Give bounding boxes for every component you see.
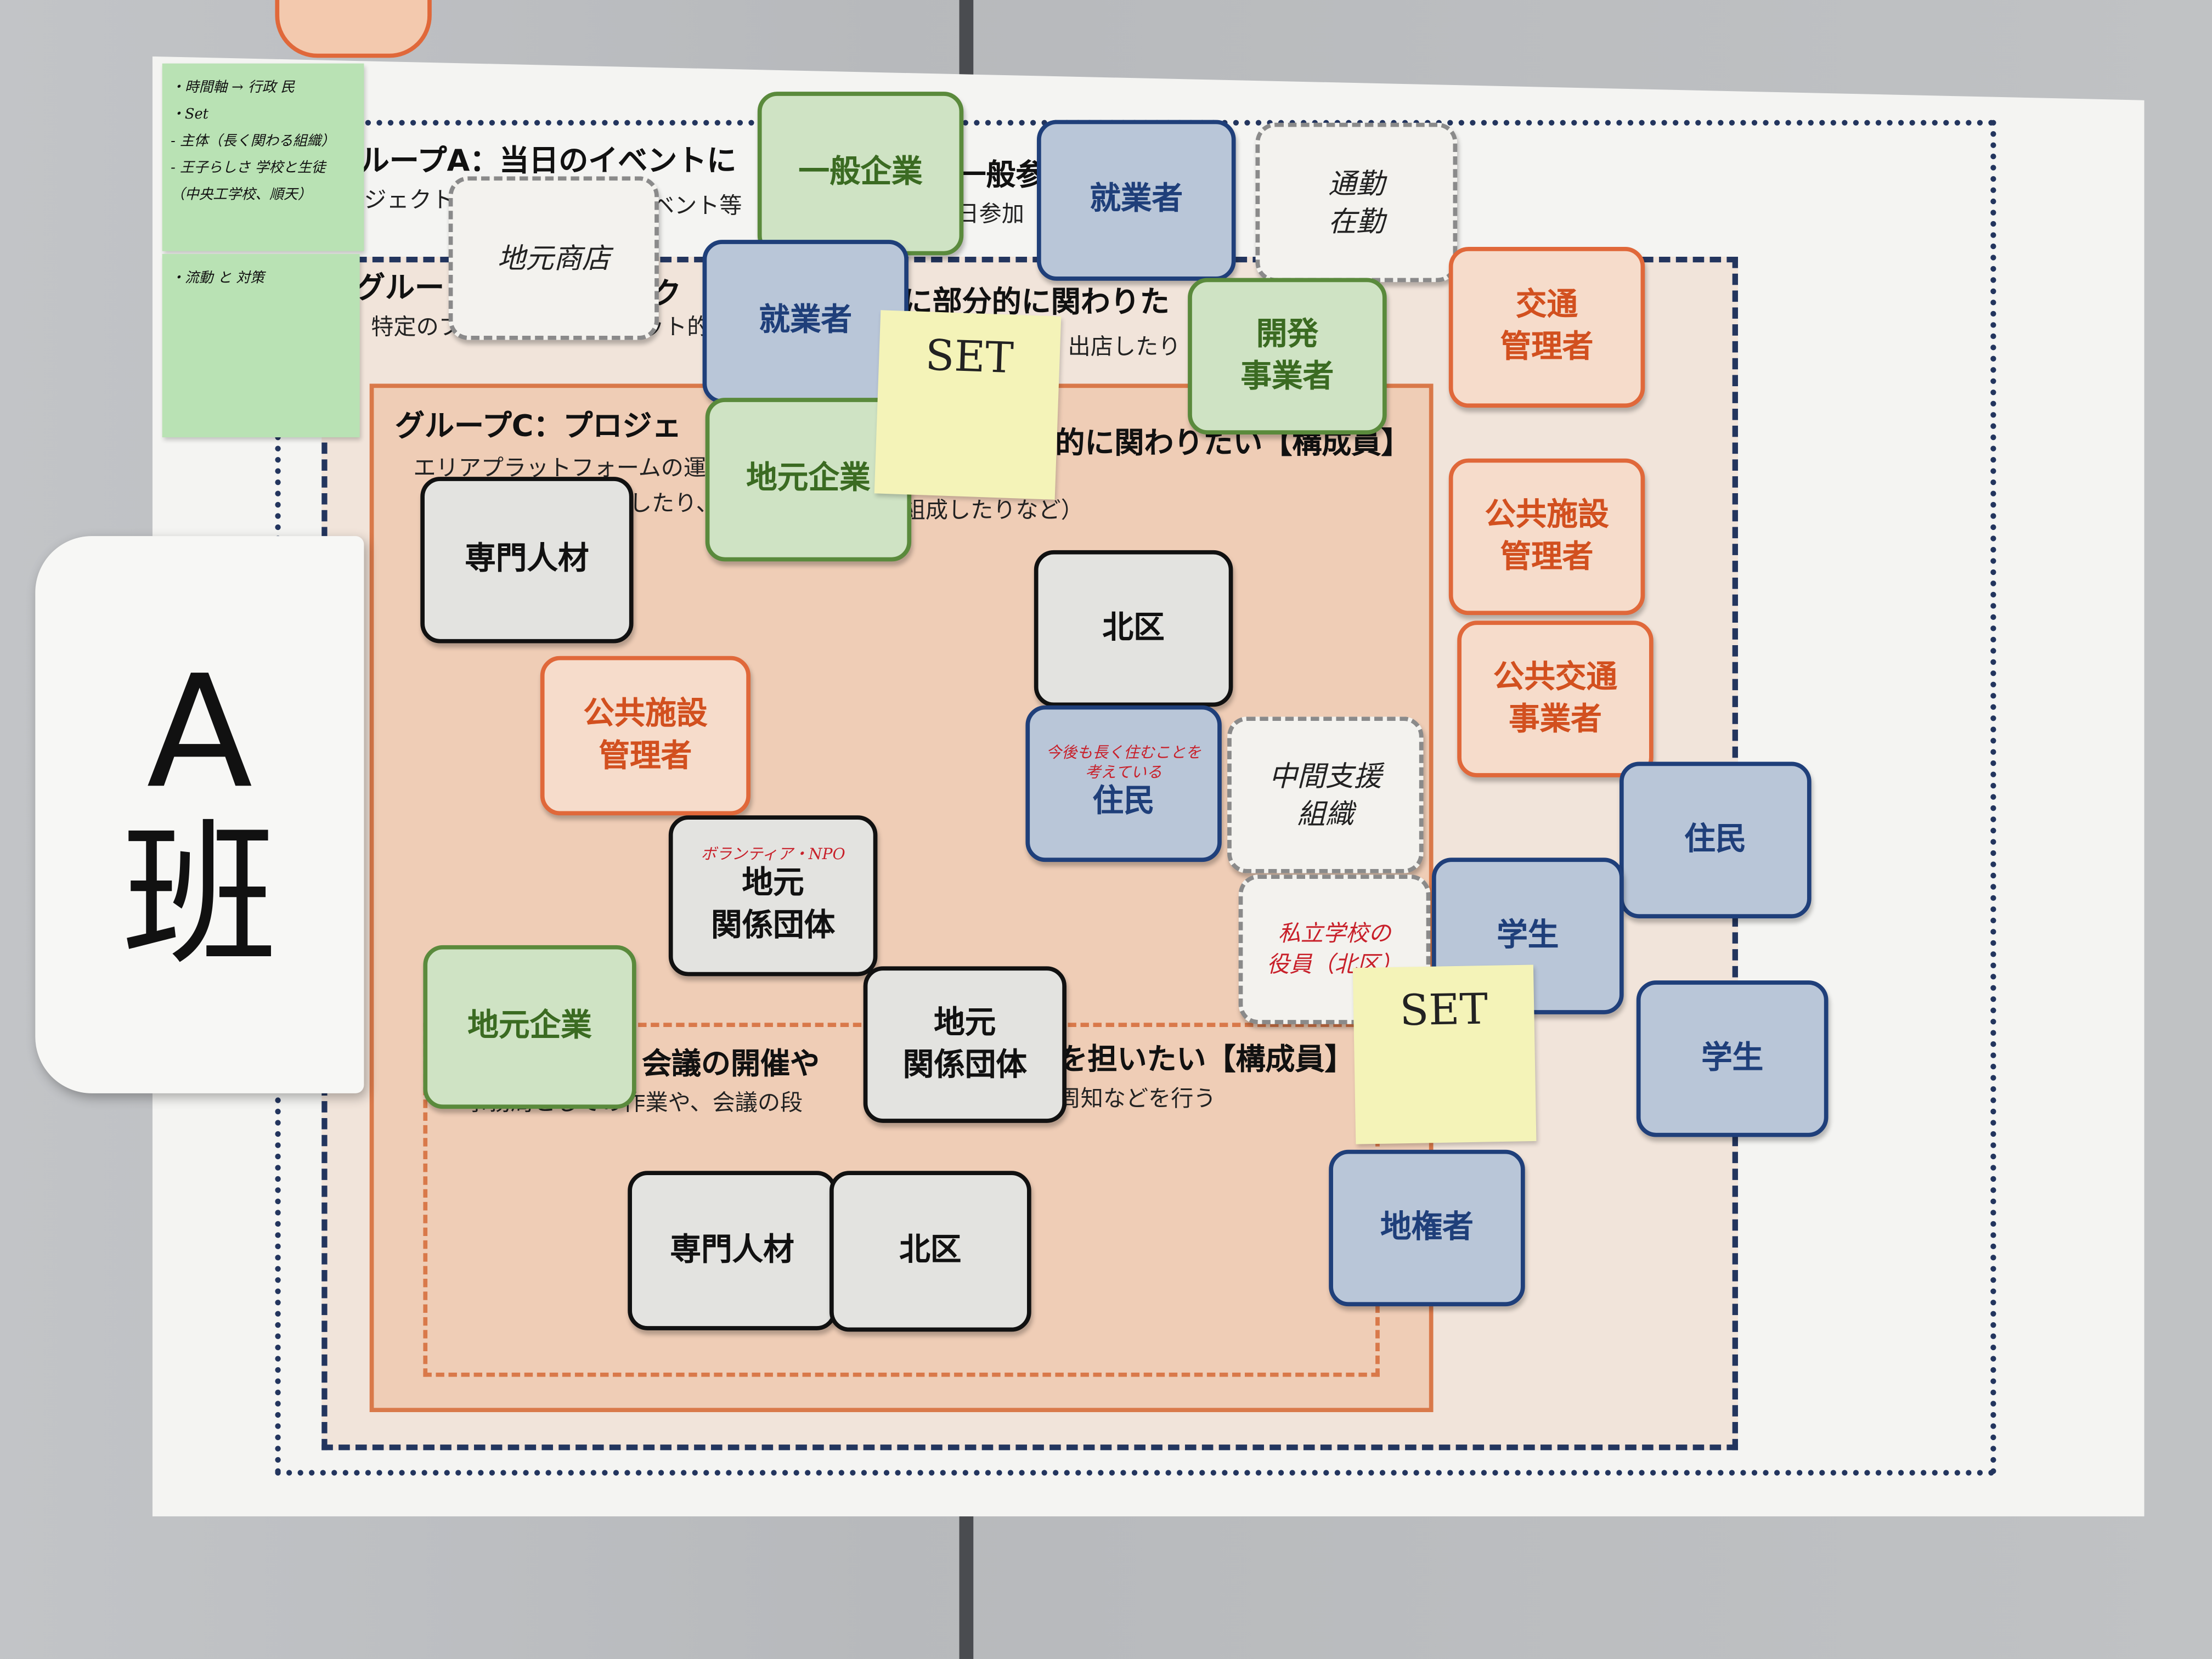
card-jumin-annotated[interactable]: 今後も長く住むことを 考えている住民 — [1025, 705, 1222, 862]
team-kanji: 班 — [122, 804, 278, 986]
card-jumin[interactable]: 住民 — [1619, 761, 1812, 918]
card-kokyo-shisetsu-kanrisha[interactable]: 公共施設 管理者 — [1448, 458, 1645, 616]
card-kotsu-kanrisha[interactable]: 交通 管理者 — [1448, 246, 1645, 408]
handwritten-note: 今後も長く住むことを 考えている — [1046, 744, 1201, 781]
card-label: 専門人材 — [670, 1232, 794, 1268]
card-label: 北区 — [899, 1233, 962, 1269]
sticky-text: SET — [1399, 985, 1488, 1036]
sticky-note-memo[interactable]: ・時間軸 → 行政 民 ・Set - 主体（長く関わる組織） - 王子らしさ 学… — [162, 63, 364, 251]
memo-line: （中央工学校、順天） — [171, 187, 312, 204]
sticky-text: SET — [924, 331, 1014, 384]
handwritten-note: ボランティア・NPO — [701, 844, 845, 863]
card-shugyosha[interactable]: 就業者 — [702, 240, 909, 404]
card-label: 通勤 在勤 — [1328, 166, 1385, 238]
group-a-subtitle-3: 日参加 — [956, 200, 1024, 227]
card-jimoto-kigyo[interactable]: 地元企業 — [423, 945, 636, 1109]
card-label: 就業者 — [1090, 182, 1183, 218]
memo-line: - 王子らしさ 学校と生徒 — [171, 161, 326, 177]
group-a-title: ループA：当日のイベントに — [359, 144, 737, 178]
group-c-title: グループC：プロジェ — [394, 409, 682, 443]
card-label: 北区 — [1102, 610, 1165, 646]
card-label: 開発 事業者 — [1240, 317, 1334, 394]
group-c-subtitle-2b: したり、 — [629, 489, 719, 517]
card-senmon-jinzai[interactable]: 専門人材 — [420, 477, 634, 644]
team-label-card: A 班 — [35, 536, 364, 1093]
group-d-subtitle-tail: 周知などを行う — [1058, 1085, 1216, 1112]
card-kokyo-kotsu-jigyosha[interactable]: 公共交通 事業者 — [1457, 620, 1654, 777]
memo-line: ・Set — [171, 107, 209, 123]
group-c-subtitle-2c: 組成したりなど） — [902, 496, 1084, 523]
sticky-note-set[interactable]: SET — [1352, 964, 1537, 1144]
group-d-title: 会議の開催や — [641, 1046, 820, 1081]
group-a-title-tail: 一般参 — [956, 157, 1046, 192]
card-label: 住民 — [1092, 784, 1155, 820]
group-c-subtitle: エリアプラットフォームの運営 — [413, 454, 729, 481]
memo-line: ・流動 と 対策 — [171, 270, 264, 286]
card-label: 学生 — [1497, 918, 1559, 953]
card-gakusei[interactable]: 学生 — [1636, 980, 1829, 1137]
memo-line: - 主体（長く関わる組織） — [171, 134, 335, 150]
card-ippan-kigyo[interactable]: 一般企業 — [757, 92, 964, 256]
card-label: 公共交通 事業者 — [1493, 659, 1618, 737]
group-a-subtitle-2: ベント等 — [651, 191, 742, 219]
card-label: 専門人材 — [465, 541, 589, 578]
card-kitaku[interactable]: 北区 — [1034, 550, 1233, 707]
card-jimoto-shoten[interactable]: 地元商店 — [448, 176, 659, 340]
card-shugyosha[interactable]: 就業者 — [1036, 120, 1236, 281]
card-label: 住民 — [1684, 822, 1747, 857]
card-label: 学生 — [1701, 1040, 1764, 1076]
card-label: 地元 関係団体 — [710, 866, 836, 944]
card-kokyo-shisetsu-kanrisha[interactable]: 公共施設 管理者 — [540, 656, 751, 816]
sticky-note-set[interactable]: SET — [874, 310, 1062, 500]
sticky-note-memo[interactable]: ・流動 と 対策 — [162, 253, 360, 438]
card-label: 地元企業 — [746, 461, 871, 497]
card-label: 交通 管理者 — [1500, 288, 1594, 365]
card-label: 一般企業 — [798, 155, 923, 191]
group-a-subtitle: ジェクト — [364, 186, 455, 213]
card-jimoto-kankei-dantai-annotated[interactable]: ボランティア・NPO 地元 関係団体 — [668, 815, 878, 977]
card-jimoto-kankei-dantai[interactable]: 地元 関係団体 — [863, 966, 1066, 1123]
card-label: 地権者 — [1380, 1210, 1474, 1245]
card-kaihatsu-jigyosha[interactable]: 開発 事業者 — [1188, 278, 1387, 435]
card-chukan-shien-soshiki[interactable]: 中間支援 組織 — [1227, 716, 1424, 873]
memo-line: ・時間軸 → 行政 民 — [171, 80, 295, 96]
card-label: 地元企業 — [467, 1008, 592, 1045]
card-label: 公共施設 管理者 — [1485, 498, 1609, 575]
card-label: 地元 関係団体 — [902, 1005, 1027, 1083]
card-senmon-jinzai[interactable]: 専門人材 — [628, 1171, 837, 1330]
orange-card-partial — [275, 0, 432, 58]
card-label: 公共施設 管理者 — [583, 696, 708, 774]
team-letter: A — [146, 641, 253, 823]
card-label: 中間支援 組織 — [1268, 758, 1382, 831]
group-d-title-tail: を担いたい【構成員】 — [1058, 1042, 1355, 1076]
card-chikensha[interactable]: 地権者 — [1329, 1149, 1525, 1307]
card-label: 就業者 — [759, 303, 853, 339]
card-label: 地元商店 — [497, 240, 611, 275]
card-kitaku[interactable]: 北区 — [829, 1171, 1031, 1332]
group-b-title: グルー — [355, 270, 444, 305]
group-b-subtitle-tail: 出店したり — [1068, 332, 1181, 360]
card-tsukin-zaikin[interactable]: 通勤 在勤 — [1255, 122, 1458, 283]
